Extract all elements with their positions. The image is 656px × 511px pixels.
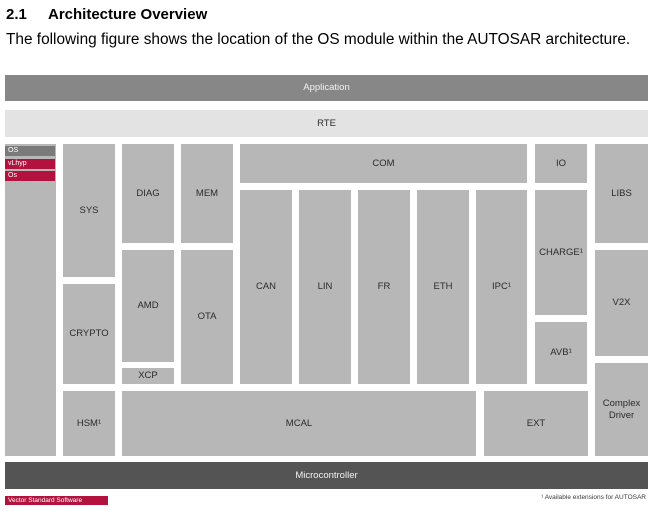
microcontroller-layer: Microcontroller [5, 462, 648, 489]
hsm-block: HSM¹ [63, 391, 115, 456]
vector-brand-label: Vector Standard Software [5, 496, 108, 505]
ota-block: OTA [181, 250, 233, 384]
os-impl-tag: Os [5, 171, 55, 181]
ipc-block: IPC¹ [476, 190, 527, 384]
io-block: IO [535, 144, 587, 183]
can-block: CAN [240, 190, 292, 384]
rte-layer: RTE [5, 110, 648, 137]
vlhyp-tag: vLhyp [5, 159, 55, 169]
xcp-block: XCP [122, 368, 174, 384]
lin-block: LIN [299, 190, 351, 384]
fr-block: FR [358, 190, 410, 384]
os-column [5, 144, 56, 456]
avb-block: AVB¹ [535, 322, 587, 384]
section-number: 2.1 [6, 6, 27, 23]
sys-block: SYS [63, 144, 115, 277]
v2x-block: V2X [595, 250, 648, 356]
charge-block: CHARGE¹ [535, 190, 587, 315]
amd-block: AMD [122, 250, 174, 362]
com-block: COM [240, 144, 527, 183]
section-heading: 2.1 Architecture Overview [6, 6, 207, 23]
mcal-block: MCAL [122, 391, 476, 456]
libs-block: LIBS [595, 144, 648, 243]
ext-block: EXT [484, 391, 588, 456]
crypto-block: CRYPTO [63, 284, 115, 384]
os-tag: OS [5, 146, 55, 156]
intro-paragraph: The following figure shows the location … [6, 31, 631, 48]
section-title: Architecture Overview [48, 6, 208, 23]
eth-block: ETH [417, 190, 469, 384]
complex-driver-block: Complex Driver [595, 363, 648, 456]
mem-block: MEM [181, 144, 233, 243]
diag-block: DIAG [122, 144, 174, 243]
application-layer: Application [5, 75, 648, 101]
extensions-footnote: ¹ Available extensions for AUTOSAR [541, 494, 646, 501]
